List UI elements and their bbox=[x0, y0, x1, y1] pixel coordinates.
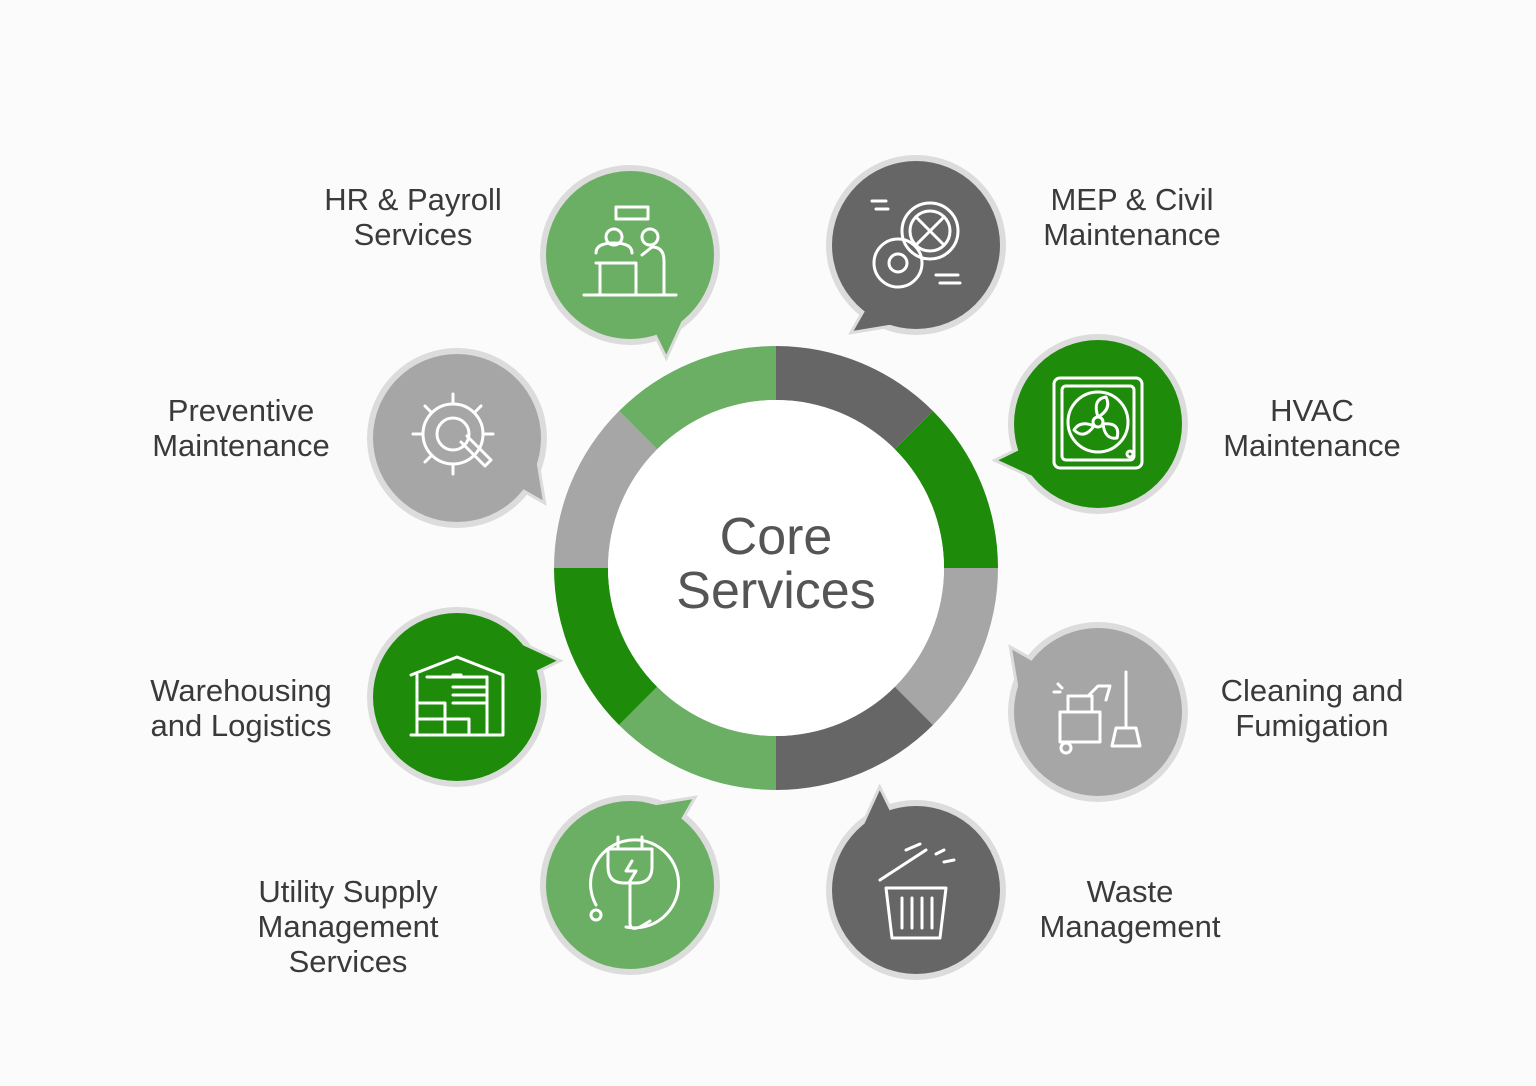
trash-bin-icon bbox=[878, 842, 956, 940]
core-ring bbox=[554, 346, 998, 790]
service-bubble bbox=[826, 783, 1006, 980]
ring-segment bbox=[619, 346, 776, 450]
ring-segment bbox=[776, 346, 933, 450]
cleaning-icon bbox=[1052, 670, 1142, 755]
label-warehousing: Warehousing and Logistics bbox=[150, 673, 332, 743]
fan-icon bbox=[1052, 376, 1144, 470]
service-bubble bbox=[1008, 622, 1188, 802]
service-bubble bbox=[991, 334, 1188, 514]
bubble-tail-fill bbox=[1012, 649, 1035, 696]
gear-wrench-icon bbox=[411, 392, 495, 476]
ring-segment bbox=[894, 568, 998, 725]
warehouse-icon bbox=[409, 655, 505, 737]
power-plug-icon bbox=[589, 835, 681, 930]
service-bubbles bbox=[367, 155, 1188, 980]
bubble-tail-fill bbox=[646, 799, 693, 822]
bubble-fill bbox=[373, 613, 541, 781]
meeting-icon bbox=[582, 205, 678, 297]
label-mep-civil: MEP & Civil Maintenance bbox=[1043, 182, 1221, 252]
service-bubble bbox=[540, 795, 720, 975]
label-cleaning: Cleaning and Fumigation bbox=[1220, 673, 1404, 743]
gears-icon bbox=[870, 199, 962, 289]
ring-segment bbox=[894, 411, 998, 568]
service-bubble bbox=[367, 607, 564, 787]
ring-segment bbox=[554, 411, 658, 568]
bubble-tail-fill bbox=[853, 308, 900, 331]
bubble-fill bbox=[832, 806, 1000, 974]
ring-center bbox=[608, 400, 944, 736]
ring-segment bbox=[554, 568, 658, 725]
ring-segment bbox=[619, 686, 776, 790]
label-waste: Waste Management bbox=[1039, 874, 1221, 944]
label-hvac: HVAC Maintenance bbox=[1223, 393, 1401, 463]
bubble-fill bbox=[1014, 340, 1182, 508]
bubble-fill bbox=[373, 354, 541, 522]
ring-segment bbox=[776, 686, 933, 790]
service-bubble bbox=[367, 348, 547, 528]
service-bubble bbox=[540, 165, 720, 362]
label-hr-payroll: HR & Payroll Services bbox=[324, 182, 502, 252]
bubble-fill bbox=[546, 171, 714, 339]
label-utility: Utility Supply Management Services bbox=[257, 874, 439, 979]
service-bubble bbox=[826, 155, 1006, 335]
bubble-tail-fill bbox=[520, 454, 543, 501]
center-title: Core Services bbox=[676, 508, 876, 620]
label-preventive: Preventive Maintenance bbox=[152, 393, 330, 463]
